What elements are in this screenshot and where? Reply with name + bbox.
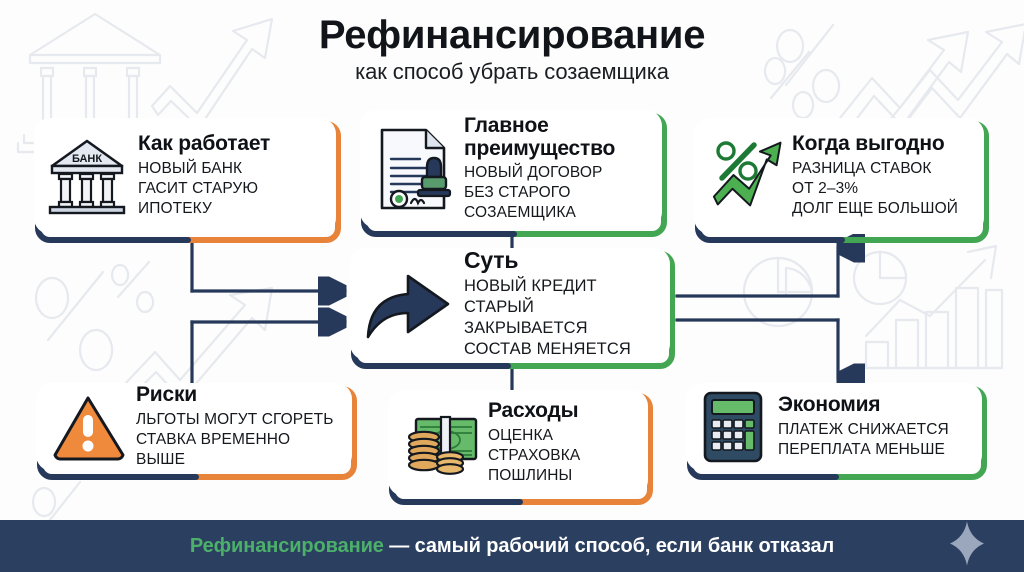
header: Рефинансирование как способ убрать созае… [0,13,1024,85]
footer-banner: Рефинансирование — самый рабочий способ,… [0,520,1024,572]
card-line: ОТ 2–3% [792,179,859,197]
card-line: НОВЫЙ КРЕДИТ [464,276,597,295]
card-risks[interactable]: Риски ЛЬГОТЫ МОГУТ СГОРЕТЬ СТАВКА ВРЕМЕН… [36,383,352,471]
pie-chart-outline [742,256,814,328]
card-line: ПЛАТЕЖ СНИЖАЕТСЯ [778,421,949,438]
pie-chart-outline [852,250,908,306]
card-how-it-works[interactable]: БАНК Как работает НОВЫЙ БАНК ГАСИТ СТАРУ… [34,118,336,234]
percent-sign-outline [110,260,155,314]
card-line: СТАВКА ВРЕМЕННО ВЫШЕ [136,430,291,468]
percent-sign-outline [35,270,114,372]
page-subtitle: как способ убрать созаемщика [355,59,669,85]
card-heading: Суть [464,246,519,273]
card-line: ДОЛГ ЕЩЕ БОЛЬШОЙ [792,199,958,217]
card-line: РАЗНИЦА СТАВОК [792,160,932,178]
document-stamp-icon [374,125,454,213]
card-essence[interactable]: Суть НОВЫЙ КРЕДИТ СТАРЫЙ ЗАКРЫВАЕТСЯ СОС… [350,248,670,360]
sparkle-diamond-icon [950,521,984,571]
footer-text: Рефинансирование — самый рабочий способ,… [190,535,834,558]
card-line: ПЕРЕПЛАТА МЕНЬШЕ [778,440,945,458]
money-coins-icon [402,407,480,479]
calculator-icon [700,389,766,465]
card-line: СТАРЫЙ ЗАКРЫВАЕТСЯ [464,297,588,337]
card-line: НОВЫЙ БАНК [138,160,243,178]
card-heading: Когда выгодно [792,132,945,156]
card-line: СТРАХОВКА [488,446,581,464]
footer-highlight: Рефинансирование [189,534,384,557]
card-line: ЛЬГОТЫ МОГУТ СГОРЕТЬ [136,411,334,429]
card-heading: Главное преимущество [464,114,616,160]
page-title: Рефинансирование [318,13,706,57]
bank-building-icon: БАНК [48,136,126,216]
card-line: ГАСИТ СТАРУЮ [138,179,259,197]
warning-triangle-icon [50,393,126,461]
card-main-advantage[interactable]: Главное преимущество НОВЫЙ ДОГОВОР БЕЗ С… [360,110,662,228]
percent-growth-arrow-icon [708,136,784,216]
bar-chart-outline [860,244,1004,370]
card-line: ПОШЛИНЫ [488,466,573,484]
card-when-profitable[interactable]: Когда выгодно РАЗНИЦА СТАВОК ОТ 2–3% ДОЛ… [694,118,984,234]
card-savings[interactable]: Экономия ПЛАТЕЖ СНИЖАЕТСЯ ПЕРЕПЛАТА МЕНЬ… [686,383,982,471]
footer-rest: — самый рабочий способ, если банк отказа… [383,534,835,557]
card-line: СОСТАВ МЕНЯЕТСЯ [464,340,631,359]
svg-text:БАНК: БАНК [72,153,102,165]
card-expenses[interactable]: Расходы ОЦЕНКА СТРАХОВКА ПОШЛИНЫ [388,390,648,496]
card-heading: Риски [136,383,198,407]
card-line: СОЗАЕМЩИКА [464,204,576,222]
card-line: ОЦЕНКА [488,427,554,445]
card-heading: Расходы [488,399,579,423]
card-line: БЕЗ СТАРОГО [464,184,571,202]
card-line: НОВЫЙ ДОГОВОР [464,164,603,182]
card-heading: Экономия [778,393,881,417]
card-line: ИПОТЕКУ [138,199,212,217]
curved-arrow-icon [364,267,452,341]
card-heading: Как работает [138,132,271,156]
